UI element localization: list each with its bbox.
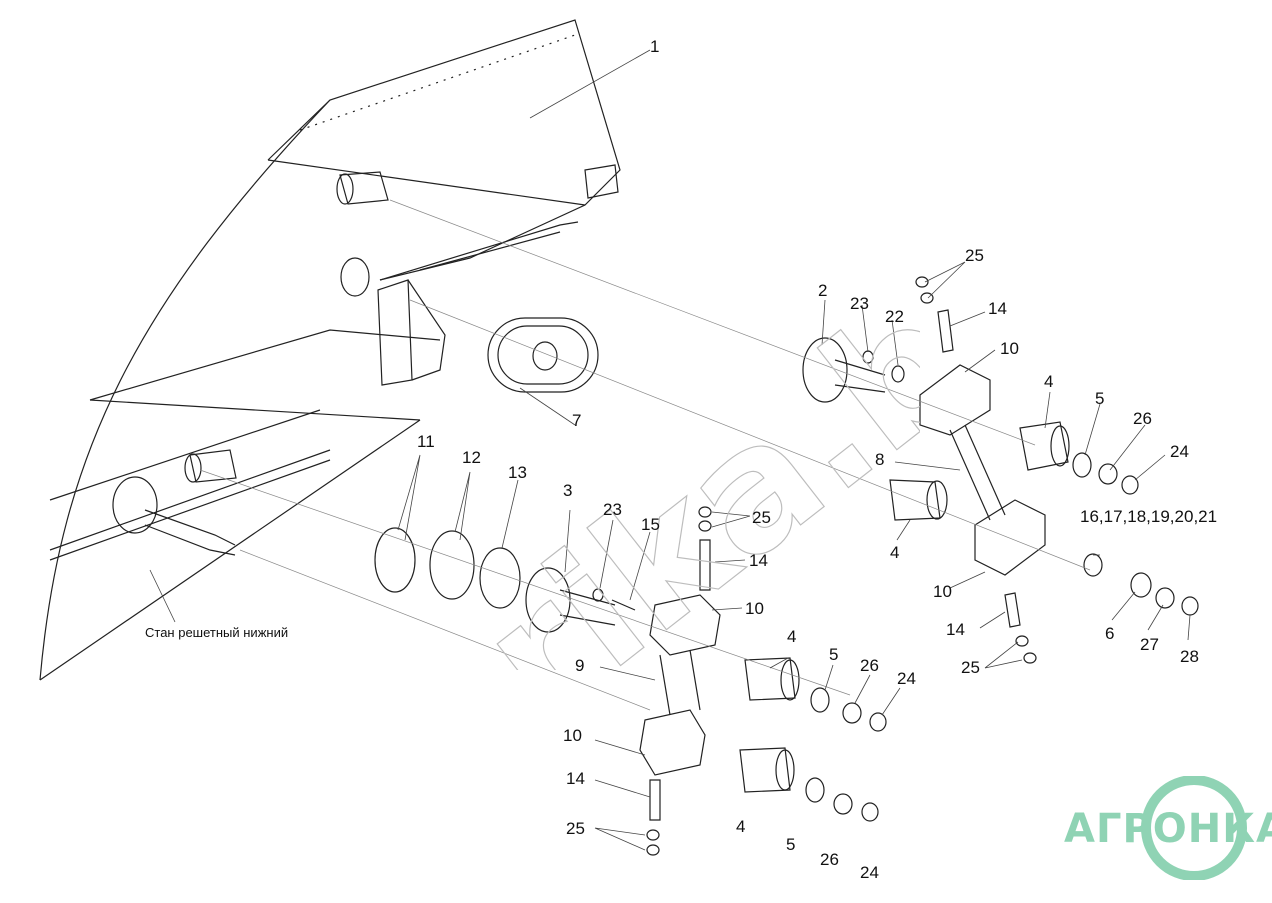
- label-24b: 24: [897, 669, 916, 688]
- label-14d: 14: [946, 620, 965, 639]
- bushing-4a: [1019, 421, 1069, 471]
- label-12: 12: [462, 448, 481, 467]
- disc-12: [429, 530, 475, 600]
- sleeve-top: [339, 171, 389, 205]
- label-10c: 10: [563, 726, 582, 745]
- frame-disc: [340, 257, 370, 297]
- shaft-flange-left: [112, 476, 158, 534]
- stud-14d: [1004, 592, 1021, 628]
- flange-shaft-3: [525, 567, 571, 633]
- label-25a: 25: [965, 246, 984, 265]
- label-26a: 26: [1133, 409, 1152, 428]
- label-9: 9: [575, 656, 585, 675]
- label-25c: 25: [566, 819, 585, 838]
- label-2: 2: [818, 281, 828, 300]
- label-22: 22: [885, 307, 904, 326]
- label-10d: 10: [933, 582, 952, 601]
- oval-plate: [487, 317, 599, 393]
- nut-26a: [1098, 463, 1118, 485]
- label-5c: 5: [786, 835, 796, 854]
- bushing-4d: [739, 747, 791, 793]
- nut-24a: [1121, 475, 1139, 495]
- label-8: 8: [875, 450, 885, 469]
- label-25b: 25: [752, 508, 771, 527]
- label-6: 6: [1105, 624, 1115, 643]
- nut-27: [1155, 587, 1175, 609]
- bolt-22: [891, 365, 905, 383]
- nut-24b: [869, 712, 887, 732]
- bushing-4b: [889, 479, 941, 521]
- label-15: 15: [641, 515, 660, 534]
- label-23a: 23: [850, 294, 869, 313]
- label-10b: 10: [745, 599, 764, 618]
- frame-top-sheet: [267, 19, 621, 281]
- label-26c: 26: [820, 850, 839, 869]
- label-23b: 23: [603, 500, 622, 519]
- logo-text: АГРОНКА: [1064, 806, 1272, 852]
- label-4d: 4: [736, 817, 746, 836]
- washer-16: [1083, 553, 1103, 577]
- label-13: 13: [508, 463, 527, 482]
- rod9-head-bottom: [639, 709, 706, 776]
- flange-shaft-2: [802, 337, 848, 403]
- rod-head-bottom: [974, 499, 1046, 576]
- bushing-4c: [744, 657, 796, 701]
- label-4a: 4: [1044, 372, 1054, 391]
- label-25d: 25: [961, 658, 980, 677]
- label-5a: 5: [1095, 389, 1105, 408]
- label-7: 7: [572, 411, 582, 430]
- label-27: 27: [1140, 635, 1159, 654]
- logo-circle-icon: [1141, 776, 1247, 880]
- label-16-21: 16,17,18,19,20,21: [1080, 507, 1218, 526]
- nut-24c: [861, 802, 879, 822]
- label-26b: 26: [860, 656, 879, 675]
- stud-14a: [937, 309, 954, 353]
- nut-26c: [833, 793, 853, 815]
- label-24a: 24: [1170, 442, 1189, 461]
- agronka-logo: АГРОНКА: [1064, 776, 1272, 880]
- stud-14c: [649, 779, 661, 821]
- label-4c: 4: [787, 627, 797, 646]
- label-24c: 24: [860, 863, 879, 882]
- frame-outline: [39, 99, 331, 681]
- disc-13: [479, 547, 521, 609]
- nut-26b: [842, 702, 862, 724]
- frame-bracket: [584, 164, 619, 199]
- washer-5a: [1072, 452, 1092, 478]
- disc-11: [374, 527, 416, 593]
- label-14c: 14: [566, 769, 585, 788]
- washer-5b: [810, 687, 830, 713]
- label-stan-reshetny: Стан решетный нижний: [145, 625, 289, 640]
- rod-head-top: [919, 364, 991, 436]
- vertical-bracket: [377, 279, 413, 386]
- rod9-head-top: [649, 594, 721, 656]
- label-28: 28: [1180, 647, 1199, 666]
- label-5b: 5: [829, 645, 839, 664]
- label-11: 11: [417, 432, 435, 451]
- label-1: 1: [650, 37, 660, 56]
- washer-6: [1130, 572, 1152, 598]
- label-4b: 4: [890, 543, 900, 562]
- label-10a: 10: [1000, 339, 1019, 358]
- label-14b: 14: [749, 551, 768, 570]
- nut-28: [1181, 596, 1199, 616]
- sleeve-lower: [189, 449, 237, 483]
- stud-14b: [699, 539, 711, 591]
- label-3: 3: [563, 481, 573, 500]
- washer-5c: [805, 777, 825, 803]
- label-14a: 14: [988, 299, 1007, 318]
